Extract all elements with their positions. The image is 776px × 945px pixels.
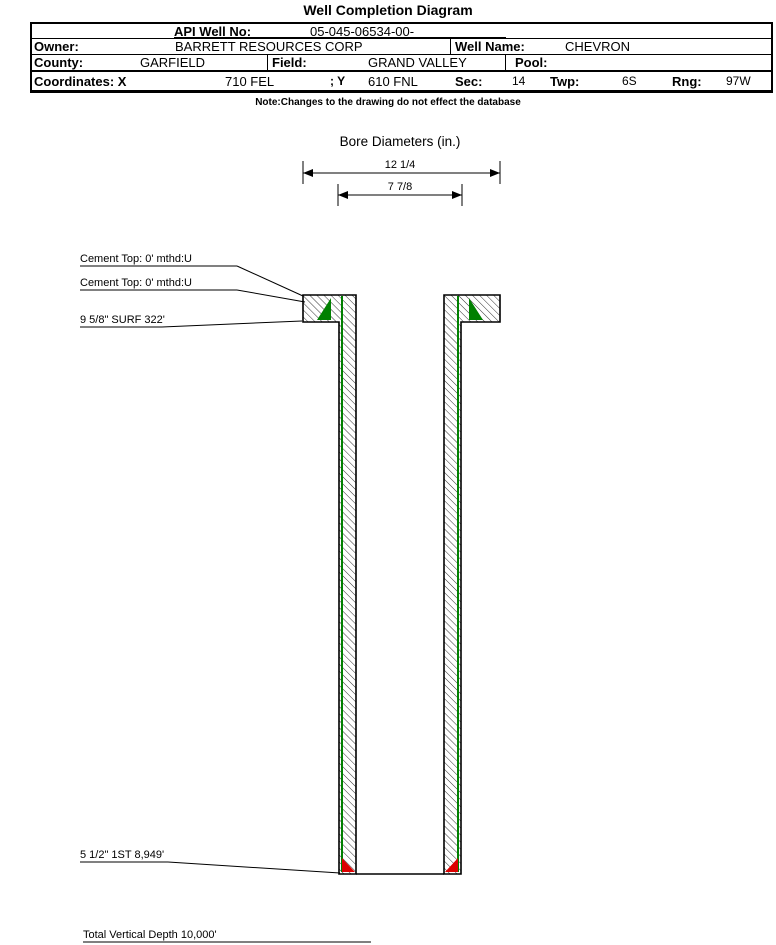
table-row-coordinates: Coordinates: X 710 FEL ; Y 610 FNL Sec: …	[32, 72, 771, 90]
cement-top-2-leader-line	[236, 289, 306, 303]
field-label: Field:	[272, 55, 307, 70]
well-bore-diagram: Bore Diameters (in.) 12 1/4 7 7/8 Cement…	[80, 134, 501, 943]
coordinates-label: Coordinates: X	[34, 73, 127, 89]
api-well-no-label: API Well No:	[174, 23, 252, 39]
inner-dim-left-arrow	[338, 191, 348, 199]
table-row-api: API Well No: 05-045-06534-00-	[32, 24, 771, 39]
divider	[450, 39, 451, 54]
production-shoe-marker-right	[445, 858, 458, 872]
rng-value: 97W	[726, 74, 751, 88]
surface-casing-label: 9 5/8" SURF 322'	[80, 314, 165, 326]
production-casing-leader-line	[167, 861, 341, 874]
coord-y-label: ; Y	[330, 74, 346, 88]
api-well-no-value: 05-045-06534-00-	[310, 23, 415, 39]
outer-dim-left-arrow	[303, 169, 313, 177]
twp-value: 6S	[622, 74, 637, 88]
outer-diameter-label: 12 1/4	[385, 159, 416, 171]
surface-shoe-marker-right	[469, 298, 483, 320]
well-info-table: API Well No: 05-045-06534-00- Owner: BAR…	[30, 22, 773, 93]
sec-value: 14	[512, 74, 526, 88]
total-depth-label: Total Vertical Depth 10,000'	[83, 929, 217, 941]
inner-dim-right-arrow	[452, 191, 462, 199]
casing-wall-right	[443, 294, 501, 875]
surface-casing-leader-line	[161, 320, 303, 328]
outer-dim-right-arrow	[490, 169, 500, 177]
field-value: GRAND VALLEY	[368, 55, 467, 70]
county-value: GARFIELD	[140, 55, 206, 70]
sec-label: Sec:	[455, 73, 483, 89]
bore-diameters-title: Bore Diameters (in.)	[340, 134, 461, 149]
rng-label: Rng:	[672, 73, 702, 89]
casing-wall-left	[302, 294, 357, 875]
county-label: County:	[34, 55, 84, 70]
well-name-value: CHEVRON	[565, 39, 631, 54]
divider	[267, 55, 268, 70]
production-casing-label: 5 1/2" 1ST 8,949'	[80, 849, 164, 861]
divider	[505, 55, 506, 70]
coord-x-value: 710 FEL	[225, 73, 275, 89]
inner-diameter-label: 7 7/8	[388, 181, 412, 193]
table-row-owner: Owner: BARRETT RESOURCES CORP Well Name:…	[32, 39, 771, 55]
twp-label: Twp:	[550, 73, 580, 89]
database-note: Note:Changes to the drawing do not effec…	[255, 97, 521, 108]
surface-shoe-marker-left	[317, 298, 331, 320]
owner-label: Owner:	[34, 39, 79, 54]
pool-label: Pool:	[515, 55, 548, 70]
production-shoe-marker-left	[342, 858, 355, 872]
cement-top-1-leader-line	[236, 265, 304, 297]
page-title: Well Completion Diagram	[303, 2, 473, 18]
coord-y-value: 610 FNL	[368, 73, 418, 89]
api-underline	[174, 37, 506, 38]
cement-top-label-1: Cement Top: 0' mthd:U	[80, 253, 192, 265]
owner-value: BARRETT RESOURCES CORP	[175, 39, 363, 54]
cement-top-label-2: Cement Top: 0' mthd:U	[80, 277, 192, 289]
table-row-county: County: GARFIELD Field: GRAND VALLEY Poo…	[32, 55, 771, 72]
well-name-label: Well Name:	[455, 39, 525, 54]
